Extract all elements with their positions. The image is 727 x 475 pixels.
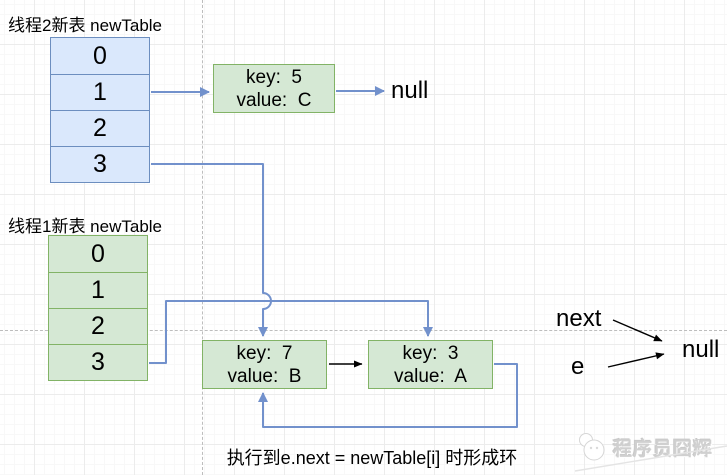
thread1-cell-0: 0	[91, 239, 105, 268]
page-break-vertical-line	[202, 0, 203, 475]
node-key5-valueC: key: 5 value: C	[213, 64, 335, 113]
caption-text: 执行到e.next = newTable[i] 时形成环	[226, 448, 518, 468]
thread2-cell-1: 1	[51, 74, 149, 110]
watermark: 程序员囧辉	[577, 431, 713, 463]
node-key5-line1: key: 5	[246, 66, 302, 88]
thread1-cell-3: 3	[49, 344, 147, 380]
node-key5-line2: value: C	[236, 89, 312, 111]
thread1-cell-1: 1	[49, 272, 147, 308]
node-key7-line2: value: B	[227, 365, 302, 387]
arrow-thread2-cell3-to-node-key7	[151, 163, 272, 337]
thread2-newtable: 0 1 2 3	[50, 37, 150, 183]
next-pointer-label: next	[556, 305, 602, 332]
e-pointer-label: e	[571, 353, 585, 380]
thread2-cell-3: 3	[51, 146, 149, 182]
thread2-table-label: 线程2新表 newTable	[8, 16, 163, 35]
thread1-newtable: 0 1 2 3	[48, 235, 148, 381]
thread1-cell-2: 2	[49, 308, 147, 344]
thread2-cell-2: 2	[51, 110, 149, 146]
arrow-e-to-null	[607, 352, 665, 368]
node-key3-valueA: key: 3 value: A	[368, 340, 493, 389]
node-key3-line2: value: A	[394, 365, 467, 387]
node-key7-line1: key: 7	[236, 342, 293, 364]
node-key3-line1: key: 3	[402, 342, 459, 364]
thread2-cell-0: 0	[93, 41, 107, 70]
null-label-top: null	[391, 77, 429, 104]
watermark-text: 程序员囧辉	[613, 438, 714, 460]
node-key7-valueB: key: 7 value: B	[202, 340, 327, 389]
thread1-table-label: 线程1新表 newTable	[8, 217, 163, 236]
watermark-pig-icon	[579, 433, 605, 461]
null-label-right: null	[682, 336, 720, 363]
